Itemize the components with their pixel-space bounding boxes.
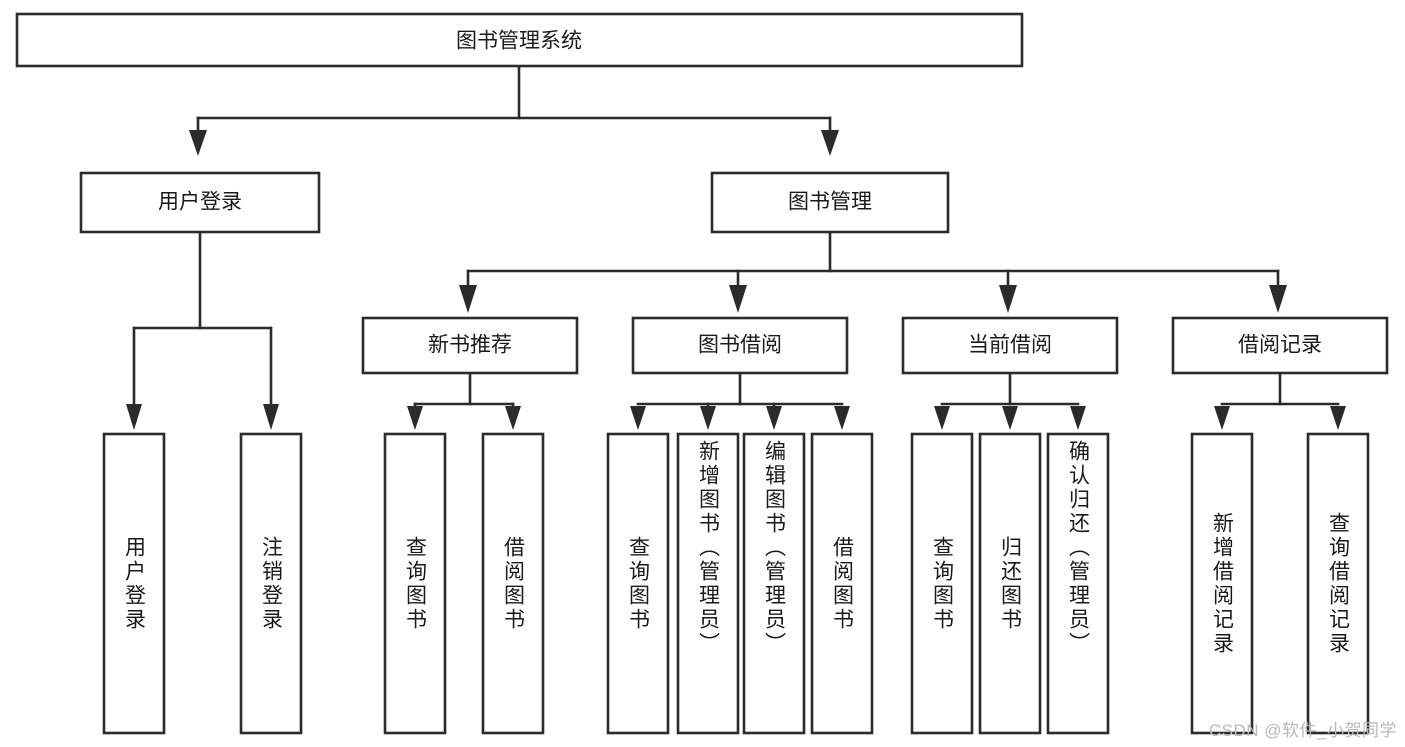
node-layer: 图书管理系统 用户登录 图书管理 新书推荐 图书借阅 当前借阅 借阅记录 xyxy=(15,12,1389,735)
arrow-current-borrow-leaf-0 xyxy=(934,406,950,430)
node-book-management-box[interactable] xyxy=(710,171,950,234)
node-new-book-recommend-box[interactable] xyxy=(361,316,579,375)
arrow-current-borrow-leaf-2 xyxy=(1070,406,1086,430)
arrow-user-login-leaf-1 xyxy=(263,404,279,430)
leaf-book-borrow-2-box[interactable] xyxy=(742,432,806,735)
leaf-current-borrow-0-box[interactable] xyxy=(910,432,974,735)
node-borrow-record-label: 借阅记录 xyxy=(1238,334,1322,357)
arrow-book-mgmt-child-0 xyxy=(459,285,477,313)
leaf-current-borrow-2-box[interactable] xyxy=(1046,432,1110,735)
connector-layer xyxy=(126,65,1346,430)
arrow-book-mgmt-child-2 xyxy=(999,285,1017,313)
arrow-current-borrow-leaf-1 xyxy=(1002,406,1018,430)
csdn-watermark: CSDN @软件_小贺同学 xyxy=(1208,721,1397,740)
leaf-book-borrow-1-box[interactable] xyxy=(676,432,740,735)
arrow-borrow-record-leaf-0 xyxy=(1214,406,1230,430)
node-new-book-recommend-label: 新书推荐 xyxy=(428,334,512,357)
node-book-management-label: 图书管理 xyxy=(788,191,872,214)
arrow-book-mgmt-child-1 xyxy=(729,285,747,313)
leaf-borrow-record-1-box[interactable] xyxy=(1306,432,1370,735)
node-user-login-box[interactable] xyxy=(79,171,321,234)
leaf-book-borrow-0-box[interactable] xyxy=(606,432,670,735)
leaf-new-book-0-box[interactable] xyxy=(383,432,447,735)
leaf-user-login-1-box[interactable] xyxy=(239,432,303,735)
node-current-borrow-box[interactable] xyxy=(901,316,1119,375)
arrow-borrow-record-leaf-1 xyxy=(1330,406,1346,430)
node-book-borrow-box[interactable] xyxy=(631,316,849,375)
node-root-box[interactable] xyxy=(15,12,1024,68)
leaf-new-book-1-box[interactable] xyxy=(481,432,545,735)
arrow-book-borrow-leaf-3 xyxy=(834,406,850,430)
leaf-user-login-0-box[interactable] xyxy=(102,432,166,735)
arrow-book-mgmt-child-3 xyxy=(1269,285,1287,313)
arrow-new-book-leaf-0 xyxy=(407,406,423,430)
arrow-book-borrow-leaf-1 xyxy=(700,406,716,430)
leaf-book-borrow-3-box[interactable] xyxy=(810,432,874,735)
arrow-new-book-leaf-1 xyxy=(505,406,521,430)
arrow-root-to-user-login xyxy=(189,130,207,156)
arrow-root-to-book-mgmt xyxy=(821,130,839,156)
leaf-borrow-record-0-box[interactable] xyxy=(1190,432,1254,735)
node-user-login-label: 用户登录 xyxy=(158,191,242,214)
arrow-user-login-leaf-0 xyxy=(126,404,142,430)
node-borrow-record-box[interactable] xyxy=(1171,316,1389,375)
node-root-label: 图书管理系统 xyxy=(456,30,582,53)
node-book-borrow-label: 图书借阅 xyxy=(698,334,782,357)
arrow-book-borrow-leaf-0 xyxy=(630,406,646,430)
leaf-current-borrow-1-box[interactable] xyxy=(978,432,1042,735)
arrow-book-borrow-leaf-2 xyxy=(766,406,782,430)
node-current-borrow-label: 当前借阅 xyxy=(968,334,1052,357)
